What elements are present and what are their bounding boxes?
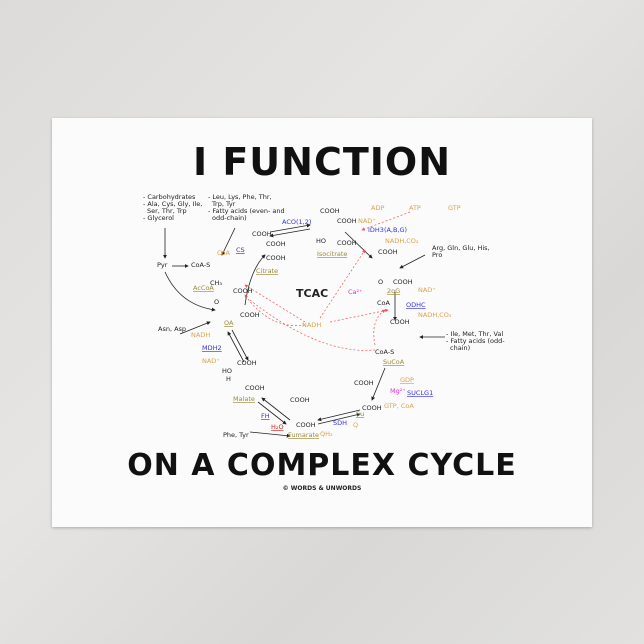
enzyme-suclg1: SUCLG1 (407, 389, 433, 397)
cooh-fumarate-2: COOH (296, 421, 316, 429)
isocitrate: Isocitrate (317, 250, 347, 258)
fumarate: Fumarate (288, 431, 319, 439)
ca-ion: Ca²⁺ (348, 288, 363, 296)
inputs-left-1: - Carbohydrates (143, 193, 196, 201)
enzyme-aco: ACO(1,2) (282, 218, 311, 226)
ho-isocitrate: HO (316, 237, 326, 245)
gdp: GDP (400, 376, 414, 384)
adp: ADP (371, 204, 384, 212)
qh2: QH₂ (320, 430, 333, 438)
enzyme-mdh2: MDH2 (202, 344, 222, 352)
inputs-left-4: - Glycerol (143, 214, 174, 222)
cooh-sucoa: COOH (390, 318, 410, 326)
inputs-left-3: Ser, Thr, Trp (147, 207, 187, 215)
malate: Malate (233, 395, 255, 403)
q: Q (353, 421, 358, 429)
enzyme-cs: CS (236, 246, 245, 254)
su: Su (356, 410, 364, 418)
cooh-oa: COOH (233, 287, 253, 295)
acoa: AcCoA (193, 284, 214, 292)
coa: CoA (217, 249, 231, 257)
sucoa: SuCoA (383, 358, 405, 366)
cooh-su: COOH (354, 379, 374, 387)
ho-malate: HO (222, 367, 232, 375)
inputs-top-4: odd-chain) (212, 214, 247, 222)
inputs-top-2: Trp, Tyr (211, 200, 236, 208)
cooh-isocitrate-2: COOH (337, 217, 357, 225)
cooh-fumarate: COOH (290, 396, 310, 404)
cooh-citrate: COOH (252, 230, 272, 238)
cooh-isocitrate: COOH (320, 207, 340, 215)
coa-s: CoA-S (191, 261, 210, 269)
cooh-2og-2: COOH (393, 278, 413, 286)
nad-plus-mdh: NAD⁺ (202, 357, 220, 365)
pyr: Pyr (157, 261, 168, 269)
citrate: Citrate (256, 267, 278, 275)
enzyme-fh: FH (261, 412, 270, 420)
cooh-oa-2: COOH (240, 311, 260, 319)
h-malate: H (226, 375, 231, 383)
ch3: CH₃ (210, 279, 222, 287)
o-2og: O (378, 278, 383, 286)
gtp: GTP (448, 204, 461, 212)
postcard (52, 118, 592, 527)
headline: I FUNCTION (192, 140, 452, 184)
inputs-lower-right-2: - Fatty acids (odd- (446, 337, 505, 345)
inputs-top-1: - Leu, Lys, Phe, Thr, (208, 193, 272, 201)
nadh-center: NADH (302, 321, 321, 329)
inputs-top-3: - Fatty acids (even- and (208, 207, 285, 215)
copyright: © WORDS & UNWORDS (282, 485, 362, 492)
inputs-lower-right-1: - Ile, Met, Thr, Val (446, 330, 503, 338)
oa: OA (224, 319, 234, 327)
enzyme-idh3: IDH3(A,B,G) (368, 226, 407, 234)
coa-odhc: CoA (377, 299, 391, 307)
cooh-isocitrate-3: COOH (337, 239, 357, 247)
nad-plus-idh: NAD⁺ (358, 217, 376, 225)
o-oa: O (214, 298, 219, 306)
cooh-su-2: COOH (362, 404, 382, 412)
center-label: TCAC (296, 287, 328, 300)
inputs-lower-right-3: chain) (450, 344, 470, 352)
gtp-coa: GTP, CoA (384, 402, 414, 410)
subheadline: ON A COMPLEX CYCLE (127, 448, 517, 483)
inputs-right-1: Arg, Gln, Glu, His, (432, 244, 490, 252)
cooh-2og: COOH (378, 248, 398, 256)
mg-ion: Mg²⁺ (390, 387, 406, 395)
enzyme-odhc: ODHC (406, 301, 426, 309)
asn-asp: Asn, Asp (158, 325, 186, 333)
inputs-right-2: Pro (432, 251, 442, 259)
cooh-citrate-2: COOH (266, 240, 286, 248)
nad-plus-odhc: NAD⁺ (418, 286, 436, 294)
reaction-arrows (163, 223, 445, 438)
coa-s-sucoa: CoA-S (375, 348, 394, 356)
cooh-malate-2: COOH (245, 384, 265, 392)
cooh-malate: COOH (237, 359, 257, 367)
phe-tyr: Phe, Tyr (223, 431, 249, 439)
nadh-mdh: NADH (191, 331, 210, 339)
regulation-arrows (244, 211, 411, 351)
nadh-co2-odhc: NADH,CO₂ (418, 311, 452, 319)
inputs-left-2: - Ala, Cys, Gly, Ile, (143, 200, 202, 208)
atp: ATP (409, 204, 421, 212)
cooh-citrate-3: COOH (266, 254, 286, 262)
nadh-co2-idh: NADH,CO₂ (385, 237, 419, 245)
h2o: H₂O (271, 423, 284, 431)
2og: 2oG (387, 287, 400, 295)
enzyme-sdh: SDH (333, 419, 347, 427)
